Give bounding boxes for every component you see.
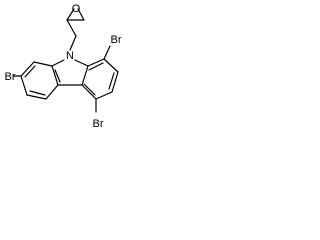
pyrrole-bond-n-c8a — [74, 59, 89, 67]
bromine-label-bottom-right: Br — [93, 118, 104, 130]
left-ring-bond-1 — [33, 61, 53, 67]
right-ring-bond-5-double — [83, 83, 96, 96]
right-ring-bond-2 — [103, 58, 119, 73]
epoxide-bond-c-o-right — [77, 8, 85, 21]
left-ring-bond-4-double — [29, 90, 46, 96]
pyrrole-bond-c9a-c4b — [51, 65, 59, 86]
top-right-br-bond — [103, 45, 111, 60]
left-ring-bond-3 — [20, 75, 28, 96]
left-ring-bond-2 — [20, 61, 35, 77]
pyrrole-bond-n-c9a — [51, 59, 65, 67]
right-ring-bond-5 — [81, 84, 97, 100]
right-ring-bond-3 — [111, 71, 119, 93]
bromine-label-left: Br — [5, 71, 16, 83]
linker-bond-ch2-n — [69, 35, 77, 51]
left-ring-bond-4 — [26, 94, 47, 100]
bromine-label-top-right: Br — [111, 34, 122, 46]
nitrogen-label: N — [66, 50, 74, 62]
epoxide-bond-c-o-left — [66, 8, 75, 21]
right-ring-bond-3-double — [108, 72, 115, 90]
linker-bond-epoxide-ch2 — [66, 19, 77, 37]
pyrrole-bond-c8a-c4a — [81, 65, 89, 86]
oxygen-label: O — [72, 3, 81, 15]
left-ring-bond-6-double — [54, 69, 61, 83]
left-ring-bond-5 — [45, 84, 59, 100]
right-ring-bond-1 — [87, 58, 105, 67]
right-ring-bond-4 — [95, 91, 113, 100]
molecule-structure: O N Br Br Br — [5, 3, 122, 130]
left-ring-bond-2-double — [24, 65, 36, 78]
molecule-canvas: O N Br Br Br — [0, 0, 136, 135]
right-ring-bond-1-double — [88, 62, 104, 71]
